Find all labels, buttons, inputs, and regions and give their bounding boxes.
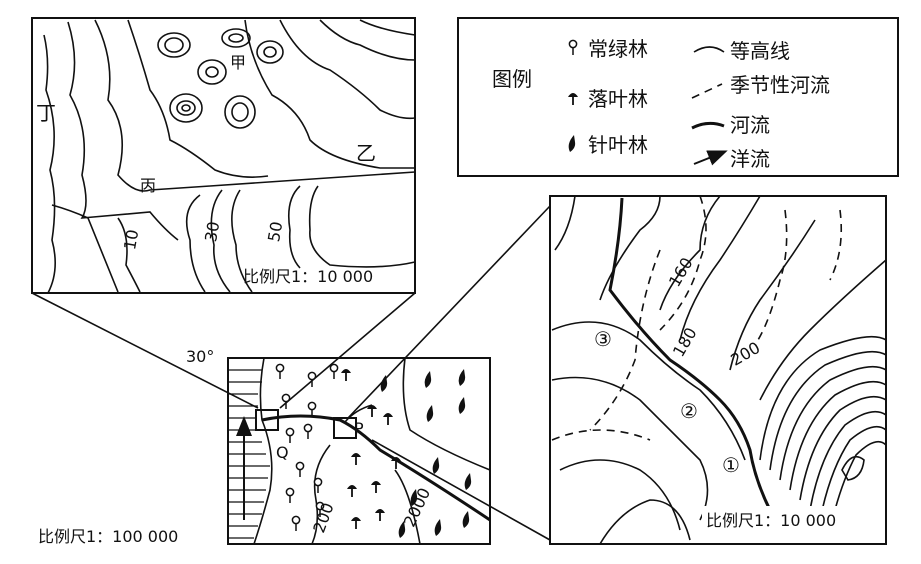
inset-box-p [333, 417, 357, 439]
contour-label-200-right: 200 [727, 338, 763, 370]
latitude-label: 30° [186, 347, 214, 366]
label-bing: 丙 [140, 176, 156, 195]
contour-label-200: 200 [309, 500, 337, 535]
label-jia: 甲 [230, 53, 246, 72]
conifer-icon [568, 135, 576, 152]
main-map-frame [227, 357, 491, 545]
contour-label-50: 50 [264, 220, 286, 243]
contour-legend-icon [693, 46, 725, 53]
coastline [253, 357, 273, 545]
legend: 图例 常绿林 落叶林 针叶林 等高线 季节性河流 河流 洋流 [457, 17, 899, 177]
legend-seasonal-river: 季节性河流 [730, 73, 830, 97]
inset-map-top-left: 甲 乙 丙 丁 10 30 50 比例尺1：10 000 [31, 17, 416, 294]
main-river [261, 414, 491, 522]
contour-label-10: 10 [120, 228, 142, 251]
inset-map-right: 160 180 200 ③ ② ① 比例尺1：10 000 [549, 195, 887, 545]
label-yi: 乙 [356, 141, 376, 165]
evergreen-icon [568, 39, 578, 56]
scale-top-left: 比例尺1：10 000 [243, 267, 373, 286]
scale-right: 比例尺1：10 000 [706, 511, 836, 530]
deciduous-icon [567, 92, 579, 106]
river-icon [691, 121, 725, 130]
right-river [608, 197, 772, 511]
contour-label-2000: 2000 [400, 485, 434, 530]
scale-main: 比例尺1：100 000 [38, 527, 178, 546]
point-2: ② [680, 399, 698, 423]
legend-contour: 等高线 [730, 39, 790, 63]
label-q: Q [276, 443, 289, 462]
scale-backdrop [702, 506, 878, 532]
point-1: ① [722, 453, 740, 477]
conifer-trees [380, 369, 472, 538]
seasonal-river-icon [691, 83, 723, 99]
mountain-contours [759, 335, 887, 531]
point-3: ③ [594, 327, 612, 351]
current-icon [693, 150, 728, 166]
legend-evergreen: 常绿林 [588, 37, 648, 61]
legend-conifer: 针叶林 [588, 133, 648, 157]
legend-title-1: 图例 [492, 67, 532, 91]
contour-label-180: 180 [669, 324, 701, 360]
right-frame [549, 195, 887, 545]
label-p: P [354, 419, 364, 438]
inset-frame [31, 17, 416, 294]
main-map: 30° P Q 200 2000 比例尺1：100 000 [38, 347, 491, 546]
inset-box-q [255, 409, 279, 431]
legend-deciduous: 落叶林 [588, 87, 648, 111]
legend-frame [457, 17, 899, 177]
label-ding: 丁 [36, 101, 56, 125]
legend-current: 洋流 [730, 147, 770, 171]
legend-river: 河流 [730, 113, 770, 137]
contour-label-30: 30 [201, 220, 223, 243]
